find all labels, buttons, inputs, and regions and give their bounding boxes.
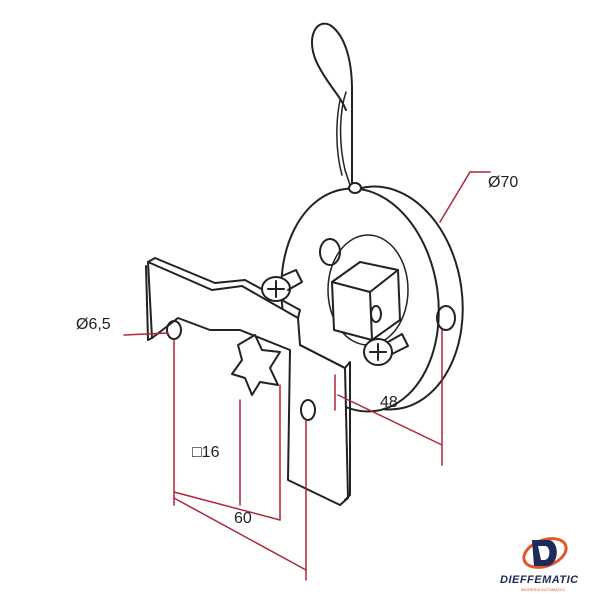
offset-label: 48 — [380, 394, 398, 411]
mounting-disc — [280, 182, 464, 413]
logo-tagline: INGRESSI AUTOMATICI — [521, 587, 566, 592]
bracket-plate — [145, 257, 351, 506]
dimension-lines — [123, 171, 491, 581]
hole-diameter-label: Ø6,5 — [76, 316, 111, 333]
square-size-label: □16 — [192, 444, 220, 461]
hook-wire — [311, 22, 353, 191]
disc-diameter-label: Ø70 — [488, 174, 519, 191]
width-label: 60 — [234, 510, 252, 527]
logo-name: DIEFFEMATIC — [500, 574, 579, 586]
